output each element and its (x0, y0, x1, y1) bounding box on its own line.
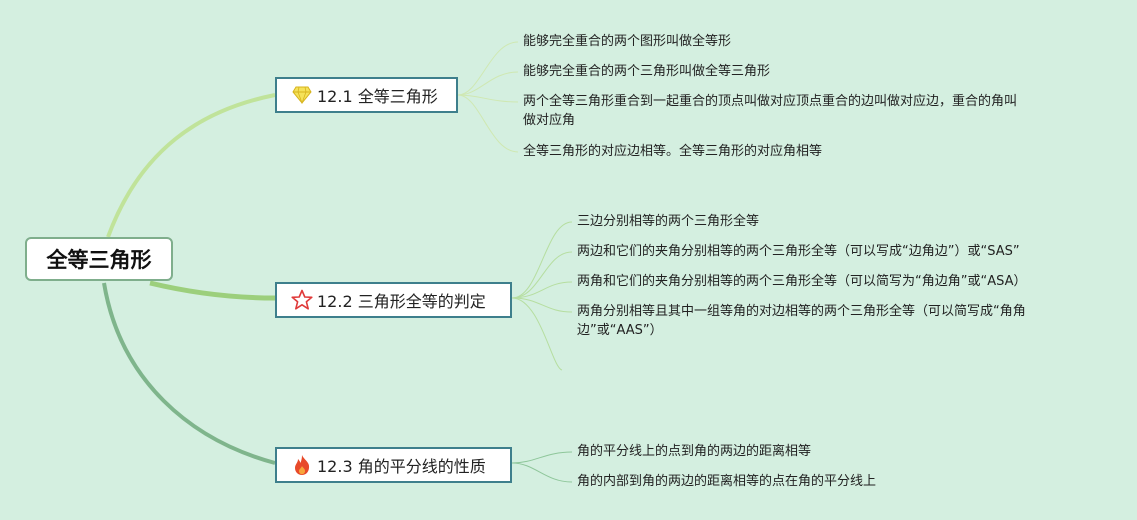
leaf-1-1[interactable]: 能够完全重合的两个图形叫做全等形 (523, 34, 732, 49)
leaf-3-2[interactable]: 角的内部到角的两边的距离相等的点在角的平分线上 (577, 474, 877, 489)
leaf-1-4[interactable]: 全等三角形的对应边相等。全等三角形的对应角相等 (523, 144, 823, 159)
leaf-2-3[interactable]: 两角和它们的夹角分别相等的两个三角形全等（可以简写为“角边角”或“ASA） (577, 274, 1027, 289)
diamond-icon (291, 84, 313, 106)
connector-leaf-2-5 (511, 297, 563, 371)
connector-branch-3 (102, 282, 276, 465)
connector-branch-1 (106, 93, 276, 238)
connector-leaf-2-3 (511, 281, 573, 299)
leaf-2-2[interactable]: 两边和它们的夹角分别相等的两个三角形全等（可以写成“边角边”）或“SAS” (577, 244, 1020, 259)
root-topic[interactable]: 全等三角形 (25, 237, 173, 281)
leaf-1-2[interactable]: 能够完全重合的两个三角形叫做全等三角形 (523, 64, 771, 79)
branch-topic-2[interactable]: 12.2 三角形全等的判定 (275, 282, 512, 318)
connector-leaf-2-1 (511, 221, 573, 299)
branch-topic-3[interactable]: 12.3 角的平分线的性质 (275, 447, 512, 483)
connector-leaf-2-2 (511, 251, 573, 299)
leaf-2-1[interactable]: 三边分别相等的两个三角形全等 (577, 214, 760, 229)
root-topic-label: 全等三角形 (46, 248, 152, 272)
branch-topic-3-label: 12.3 角的平分线的性质 (317, 457, 486, 476)
connector-leaf-2-4 (511, 297, 573, 313)
leaf-3-1[interactable]: 角的平分线上的点到角的两边的距离相等 (577, 444, 812, 459)
leaf-1-3[interactable]: 两个全等三角形重合到一起重合的顶点叫做对应顶点重合的边叫做对应边，重合的角叫做对… (523, 94, 1018, 128)
star-outline-icon (291, 289, 313, 311)
connector-leaf-1-4 (457, 94, 519, 153)
flame-icon (291, 454, 313, 476)
connector-leaf-3-1 (511, 451, 573, 464)
branch-topic-1[interactable]: 12.1 全等三角形 (275, 77, 458, 113)
leaf-2-4[interactable]: 两角分别相等且其中一组等角的对边相等的两个三角形全等（可以简写成“角角边”或“A… (577, 304, 1026, 338)
branch-topic-2-label: 12.2 三角形全等的判定 (317, 292, 486, 311)
connector-leaf-1-3 (457, 94, 519, 103)
connector-leaf-1-2 (457, 71, 519, 96)
connector-leaf-3-2 (511, 462, 573, 483)
connector-branch-2 (149, 280, 276, 301)
connector-leaf-1-1 (457, 41, 519, 96)
branch-topic-1-label: 12.1 全等三角形 (317, 87, 438, 106)
